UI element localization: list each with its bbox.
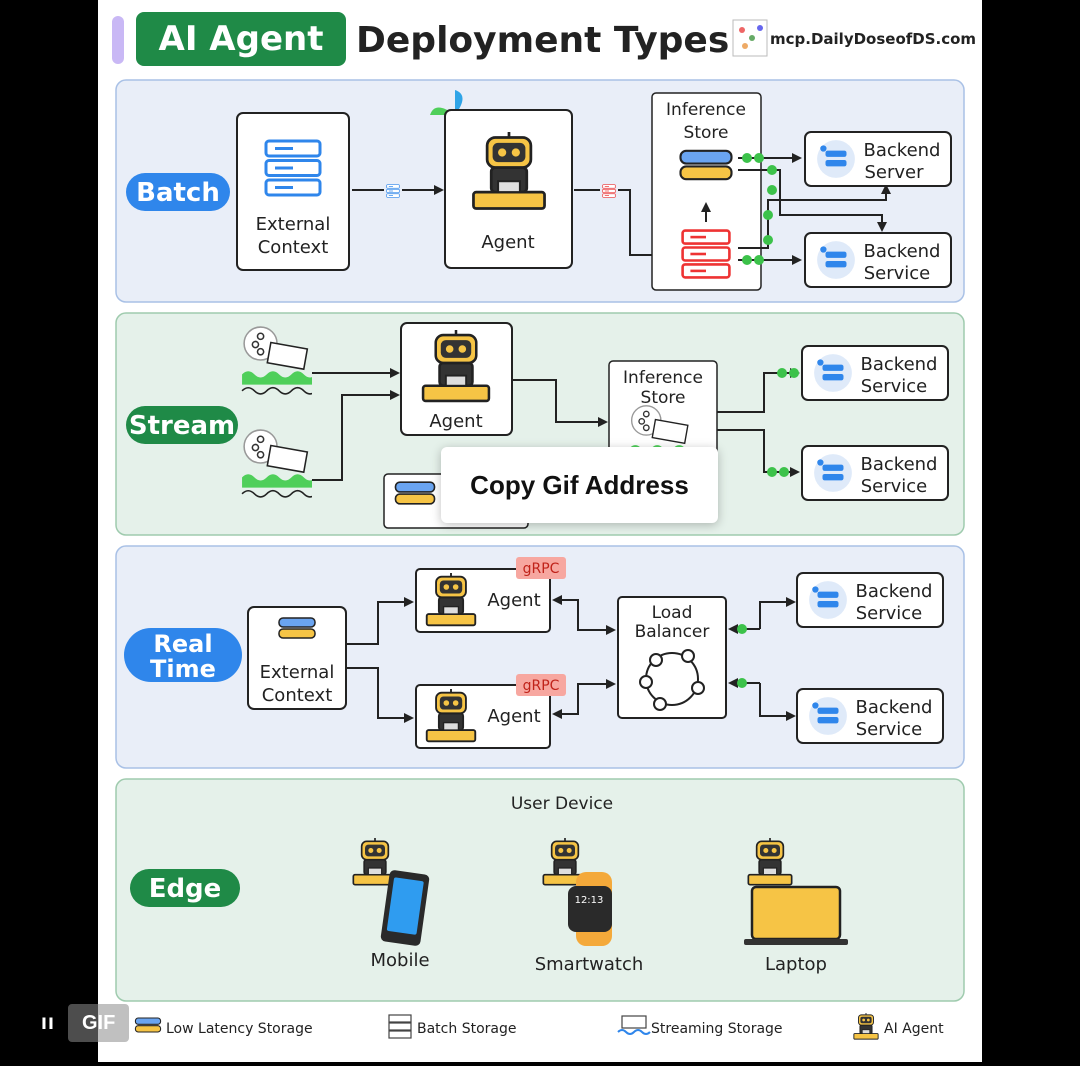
load-balancer-icon: [639, 649, 705, 711]
realtime-external-line1: External: [260, 662, 335, 683]
realtime-panel: [115, 545, 965, 769]
site-logo-icon: [732, 19, 768, 57]
realtime-label-line1: Real: [153, 630, 212, 658]
batch-backend1-line1: Backend: [864, 140, 941, 161]
stream-backend2-line2: Service: [861, 476, 928, 497]
stream-pill: [126, 406, 238, 444]
grpc1-badge: [516, 557, 566, 579]
batch-output-queue-icon: [602, 183, 616, 199]
edge-panel: [115, 778, 965, 1002]
legend-low-latency: Low Latency Storage: [166, 1021, 313, 1037]
edge-pill: [130, 869, 240, 907]
realtime-backend1-line1: Backend: [856, 581, 933, 602]
batch-store-line2: Store: [684, 123, 729, 143]
title-highlight-box: [136, 12, 346, 66]
title-rest: Deployment Types: [356, 20, 729, 61]
batch-backend-service-icon: [817, 241, 855, 279]
gif-player-controls: II GIF: [28, 1004, 130, 1042]
grpc2-badge: [516, 674, 566, 696]
legend-low-latency-icon: [134, 1017, 162, 1033]
stream-backend1-line1: Backend: [861, 354, 938, 375]
laptop-icon: [744, 885, 848, 945]
stream-label: Stream: [129, 411, 235, 441]
stream-backend1-line2: Service: [861, 376, 928, 397]
laptop-label: Laptop: [765, 954, 827, 975]
batch-pill: [126, 173, 230, 211]
copy-gif-address-menu-item[interactable]: Copy Gif Address: [441, 447, 718, 523]
gif-badge: GIF: [68, 1004, 130, 1042]
realtime-backend1-icon: [809, 581, 847, 619]
realtime-agent1-label: Agent: [487, 590, 540, 611]
batch-backend2-line1: Backend: [864, 241, 941, 262]
batch-backend2-line2: Service: [864, 263, 931, 284]
grpc2-label: gRPC: [523, 678, 560, 694]
lb-line2: Balancer: [635, 622, 710, 642]
batch-queue-icon: [386, 183, 400, 199]
realtime-external-box: [247, 606, 347, 710]
legend-streaming: Streaming Storage: [651, 1021, 783, 1037]
stream-backend1-icon: [814, 354, 852, 392]
pause-icon[interactable]: II: [41, 1013, 55, 1033]
stream-store-line1: Inference: [623, 368, 703, 388]
grpc1-label: gRPC: [523, 561, 560, 577]
batch-external-line1: External: [256, 214, 331, 235]
mobile-label: Mobile: [370, 950, 429, 971]
infographic-card: AI Agent Deployment Types mcp.DailyDoseo…: [98, 0, 982, 1062]
deployment-diagram: AI Agent Deployment Types mcp.DailyDoseo…: [112, 12, 976, 1040]
smartwatch-icon: [568, 872, 612, 946]
edge-label: Edge: [149, 874, 222, 904]
legend-streaming-storage-icon: [617, 1015, 651, 1035]
realtime-backend2-line2: Service: [856, 719, 923, 740]
batch-external-line2: Context: [258, 237, 329, 258]
stream-agent-label: Agent: [429, 411, 482, 432]
realtime-pill: [124, 628, 242, 682]
realtime-backend1-line2: Service: [856, 603, 923, 624]
realtime-external-line2: Context: [262, 685, 333, 706]
batch-backend1-line2: Server: [864, 162, 924, 183]
batch-inference-store-box: [651, 92, 762, 291]
lb-line1: Load: [652, 603, 693, 623]
stream-store-line2: Store: [641, 388, 686, 408]
title-highlight: AI Agent: [159, 19, 324, 59]
header-accent-bar: [112, 16, 124, 64]
legend-ai-agent-icon: [853, 1013, 879, 1040]
mobile-phone-icon: [380, 870, 430, 946]
batch-storage-icon: [264, 139, 322, 197]
batch-agent-label: Agent: [481, 232, 534, 253]
legend-batch-storage: Batch Storage: [417, 1021, 516, 1037]
legend-ai-agent: AI Agent: [884, 1021, 944, 1037]
realtime-backend2-line1: Backend: [856, 697, 933, 718]
batch-store-batch-icon: [681, 229, 731, 279]
realtime-label-line2: Time: [150, 655, 216, 683]
batch-store-line1: Inference: [666, 100, 746, 120]
stream-backend2-line1: Backend: [861, 454, 938, 475]
site-url: mcp.DailyDoseofDS.com: [770, 30, 976, 48]
legend-batch-storage-icon: [388, 1014, 412, 1039]
stream-backend2-icon: [814, 454, 852, 492]
smartwatch-label: Smartwatch: [535, 954, 644, 975]
realtime-agent2-label: Agent: [487, 706, 540, 727]
realtime-backend2-icon: [809, 697, 847, 735]
watch-time: 12:13: [575, 895, 604, 906]
batch-label: Batch: [136, 178, 220, 208]
batch-backend-server-icon: [817, 140, 855, 178]
edge-title: User Device: [511, 794, 613, 814]
